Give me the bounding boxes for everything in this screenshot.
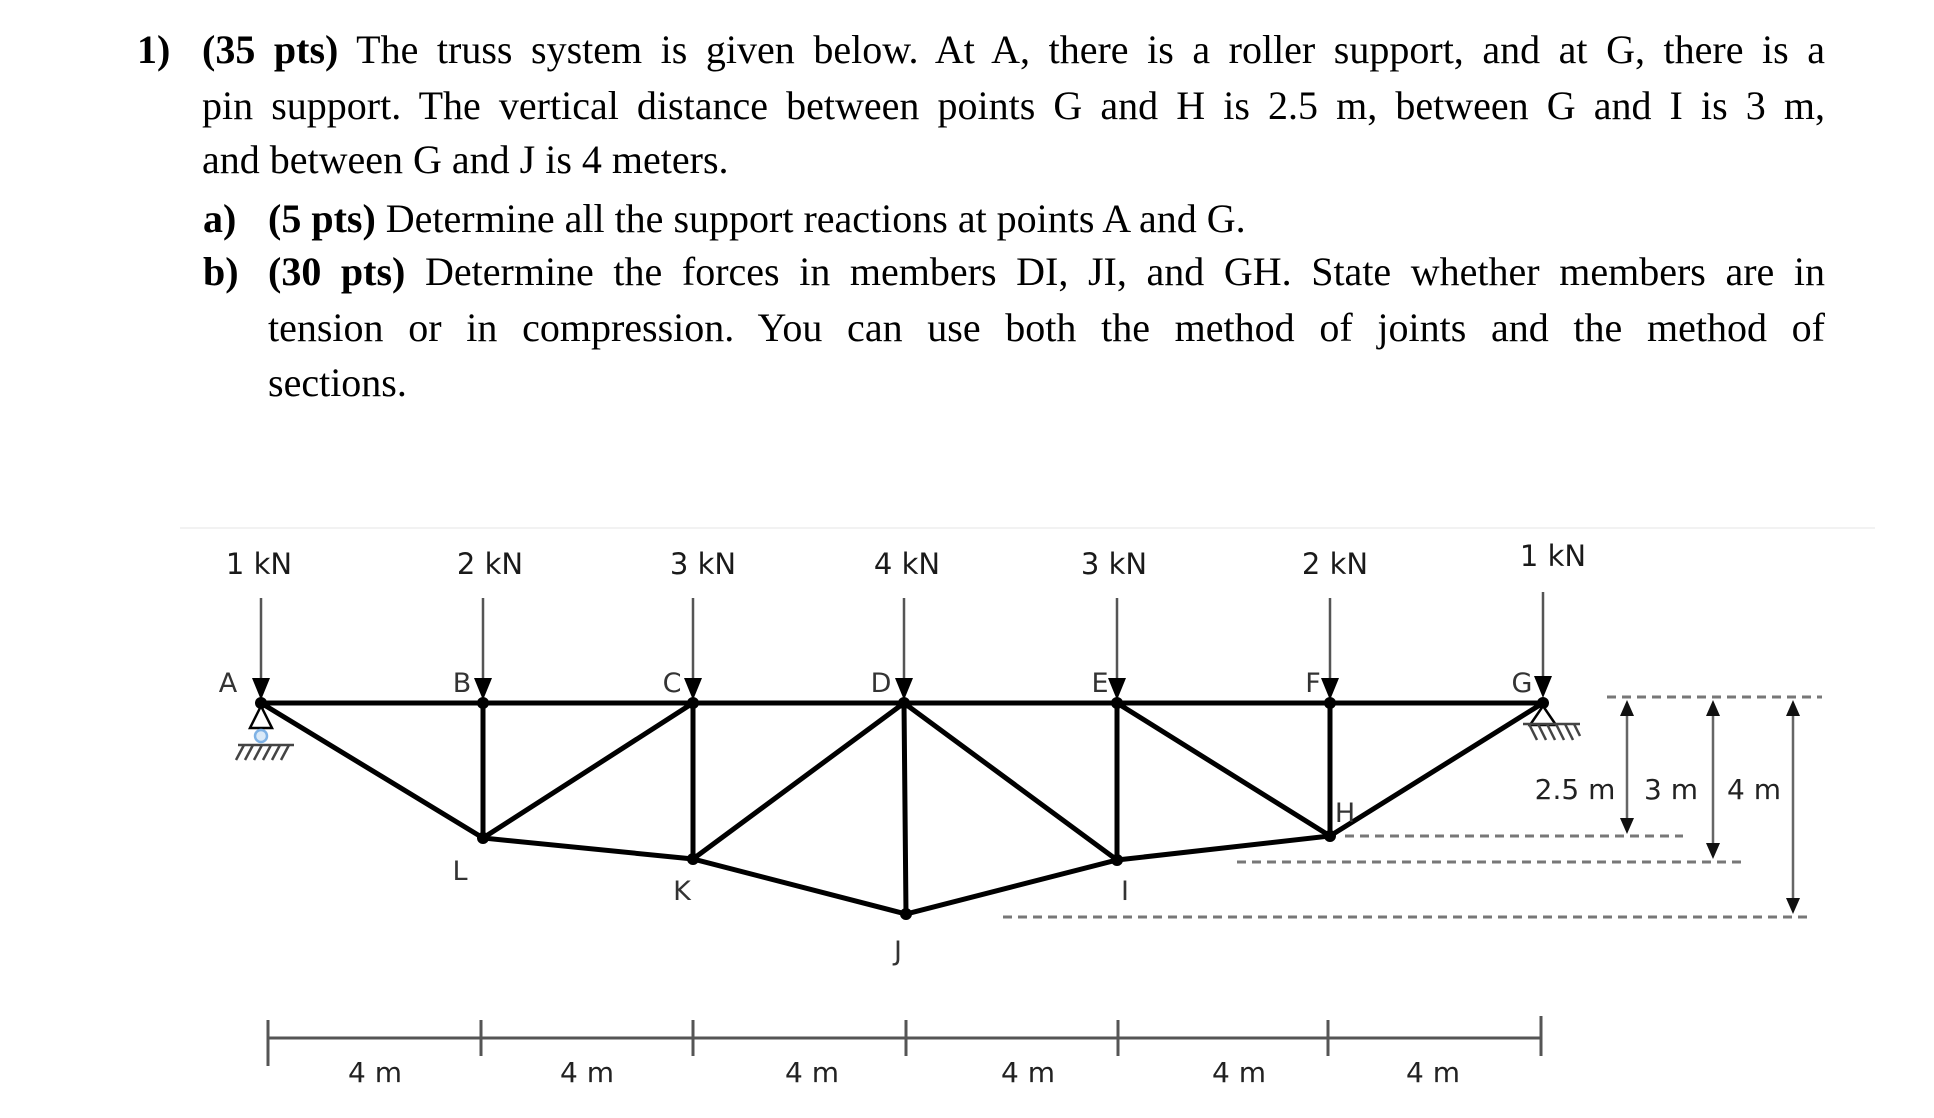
arrowhead-icon xyxy=(1534,676,1552,698)
member-KD xyxy=(690,700,907,862)
part-a-label: a) xyxy=(203,196,237,241)
dim-label-GH: 2.5 m xyxy=(1535,773,1616,806)
dim-label-GJ: 4 m xyxy=(1727,773,1781,806)
load-label-E: 3 kN xyxy=(1081,547,1147,581)
pin-support-icon xyxy=(1523,703,1582,741)
load-labels: 1 kN 2 kN 3 kN 4 kN 3 kN 2 kN 1 kN xyxy=(226,539,1586,581)
arrowhead-icon xyxy=(474,678,492,700)
spacing-label-DE: 4 m xyxy=(1001,1056,1055,1089)
part-b-line-1: (30 pts) Determine the forces in members… xyxy=(268,249,1825,294)
member-EH xyxy=(1114,700,1333,839)
part-a-text: (5 pts) Determine all the support reacti… xyxy=(268,196,1246,241)
part-b-line-3: sections. xyxy=(268,360,407,405)
spacing-label-CD: 4 m xyxy=(785,1056,839,1089)
node-label-D: D xyxy=(871,668,892,699)
node-label-I: I xyxy=(1121,876,1129,907)
joints xyxy=(255,697,1549,920)
roller-support-icon xyxy=(234,703,294,761)
node-label-E: E xyxy=(1091,668,1108,699)
spacing-label-AB: 4 m xyxy=(348,1056,402,1089)
node-label-B: B xyxy=(453,668,472,699)
vertical-dimensions xyxy=(1620,700,1800,914)
part-b-line-2: tension or in compression. You can use b… xyxy=(268,305,1825,350)
arrowhead-icon xyxy=(895,678,913,700)
horizontal-dimension-line xyxy=(266,1016,1543,1066)
intro-line-3: and between G and J is 4 meters. xyxy=(202,137,729,182)
part-b-label: b) xyxy=(203,249,239,294)
node-label-G: G xyxy=(1512,668,1533,699)
node-labels: A B C D E F G L K J I H xyxy=(219,668,1533,967)
horizontal-dimension-labels: 4 m 4 m 4 m 4 m 4 m 4 m xyxy=(348,1056,1460,1089)
problem-points: (35 pts) xyxy=(202,27,339,72)
node-label-F: F xyxy=(1305,668,1321,699)
spacing-label-FG: 4 m xyxy=(1406,1056,1460,1089)
member-DJ xyxy=(901,700,909,917)
arrowhead-icon xyxy=(252,678,270,700)
spacing-label-EF: 4 m xyxy=(1212,1056,1266,1089)
load-label-C: 3 kN xyxy=(670,547,736,581)
node-label-J: J xyxy=(892,936,902,967)
node-label-H: H xyxy=(1335,798,1355,829)
node-label-L: L xyxy=(452,856,467,887)
member-LC xyxy=(480,700,696,841)
load-arrowheads xyxy=(252,676,1552,700)
load-label-G: 1 kN xyxy=(1520,539,1586,573)
intro-line-1: (35 pts) The truss system is given below… xyxy=(202,27,1825,72)
node-label-K: K xyxy=(673,876,692,907)
load-label-D: 4 kN xyxy=(874,547,940,581)
load-arrows xyxy=(259,592,1545,680)
arrowhead-icon xyxy=(1108,678,1126,700)
arrowhead-icon xyxy=(684,678,702,700)
node-label-A: A xyxy=(219,668,238,699)
spacing-label-BC: 4 m xyxy=(560,1056,614,1089)
node-label-C: C xyxy=(663,668,682,699)
problem-number: 1) xyxy=(137,27,171,72)
intro-line-2: pin support. The vertical distance betwe… xyxy=(202,83,1825,128)
reference-lines xyxy=(1003,695,1822,919)
load-label-B: 2 kN xyxy=(457,547,523,581)
load-label-A: 1 kN xyxy=(226,547,292,581)
member-DI xyxy=(901,700,1120,863)
load-label-F: 2 kN xyxy=(1302,547,1368,581)
dim-label-GI: 3 m xyxy=(1644,773,1698,806)
vertical-dimension-labels: 2.5 m 3 m 4 m xyxy=(1535,773,1781,806)
arrowhead-icon xyxy=(1321,678,1339,700)
